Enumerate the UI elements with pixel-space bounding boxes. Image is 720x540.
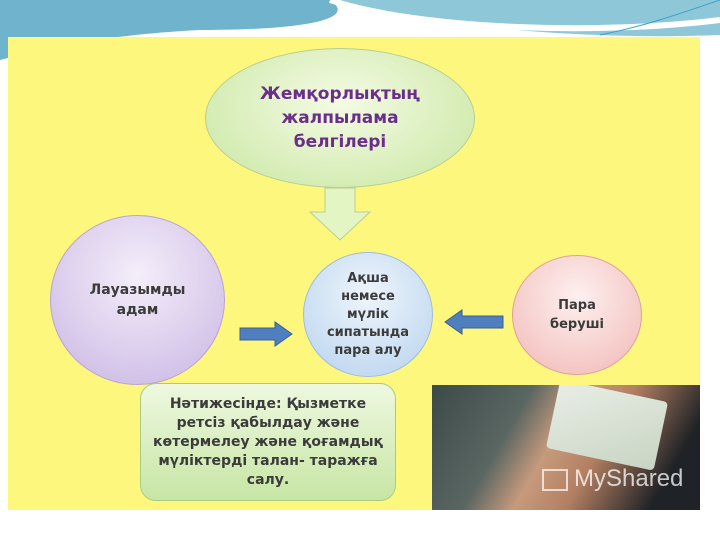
official-circle: Лауазымды адам — [50, 215, 225, 385]
briber-circle: Пара беруші — [512, 255, 642, 375]
briber-text: Пара беруші — [550, 298, 604, 332]
bribe-text: Ақша немесе мүлік сипатында пара алу — [326, 270, 410, 358]
title-ellipse: Жемқорлықтың жалпылама белгілері — [205, 48, 475, 188]
right-arrow-icon — [239, 321, 293, 347]
down-arrow-icon — [308, 187, 372, 241]
left-arrow-icon — [444, 309, 504, 335]
result-text: Нәтижесінде: Қызметке ретсіз қабылдау жә… — [153, 395, 383, 488]
presentation-icon — [542, 468, 568, 491]
watermark-text: MyShared — [574, 465, 684, 492]
title-text: Жемқорлықтың жалпылама белгілері — [260, 84, 420, 152]
bribe-photo: MyShared — [432, 385, 700, 510]
bribe-circle: Ақша немесе мүлік сипатында пара алу — [303, 252, 433, 377]
result-box: Нәтижесінде: Қызметке ретсіз қабылдау жә… — [140, 383, 396, 501]
money-bills — [545, 385, 669, 471]
watermark: MyShared — [542, 465, 683, 493]
official-text: Лауазымды адам — [89, 282, 186, 318]
